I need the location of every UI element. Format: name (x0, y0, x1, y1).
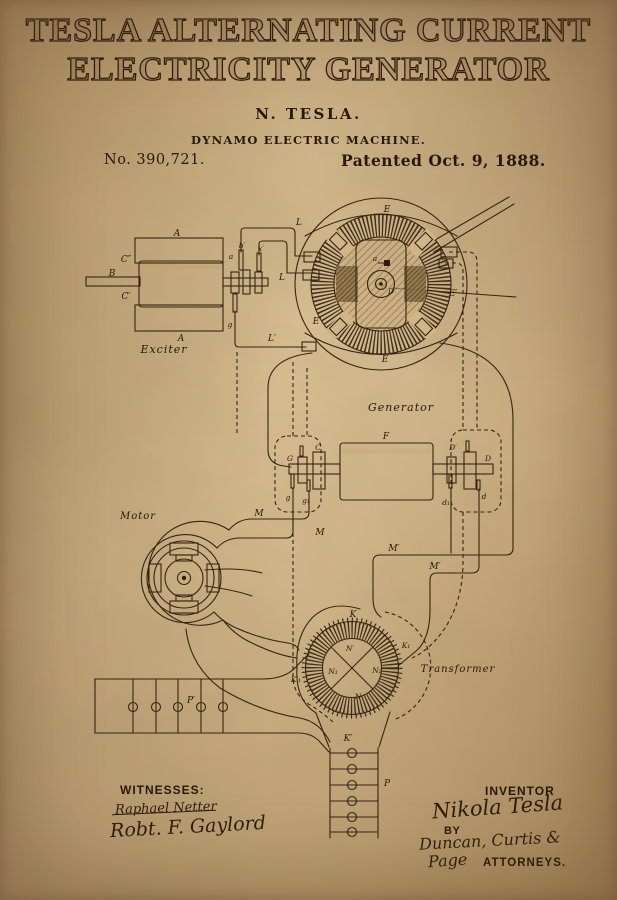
part-label-gen-brush-g1: g₁ (302, 496, 310, 505)
generator-caption: Generator (368, 401, 434, 414)
part-label-gen-brush-d: d (482, 492, 487, 501)
part-label-exciter-c1: C′ (122, 292, 131, 302)
motor-drawing (146, 540, 222, 616)
motor-caption: Motor (119, 511, 156, 522)
part-label-exciter-a: a (229, 252, 233, 261)
part-label-tr-n2: N₂ (371, 666, 382, 675)
part-label-exciter-b1: b′ (239, 241, 246, 250)
part-label-ring-d: D (387, 287, 394, 296)
part-label-gen-d-prime: D′ (448, 443, 457, 452)
part-label-lamps-p: P (383, 779, 391, 789)
part-label-ring-e1-right: E′ (448, 289, 458, 299)
part-label-tr-k1-right: K₁ (401, 641, 411, 650)
part-label-gen-g-shaft: G (287, 454, 293, 463)
part-label-tr-k-top: K (349, 610, 358, 620)
part-label-ring-l-upper: L (295, 218, 302, 228)
part-label-wire-m-upper: M (253, 509, 264, 519)
transformer-drawing (296, 605, 403, 748)
part-label-lamps-p1: P′ (186, 696, 195, 706)
part-label-ring-a: a (373, 254, 377, 263)
part-label-exciter-shaft: B (108, 269, 116, 279)
part-label-exciter-g: g (228, 320, 233, 329)
part-label-gen-d: D (484, 454, 491, 463)
part-label-tr-k-bottom: K′ (343, 734, 353, 744)
part-label-tr-n1: N₁ (327, 667, 338, 676)
generator-ring-drawing (294, 197, 468, 371)
part-label-gen-f: F (382, 432, 390, 442)
drawing-labels: Exciter Generator Motor Transformer A A … (108, 205, 496, 789)
part-label-exciter-frame-top: A (173, 229, 181, 239)
part-label-tr-n-top: N′ (345, 644, 355, 653)
part-label-ring-l-prime: L′ (267, 334, 276, 344)
part-label-exciter-c2: C″ (121, 255, 132, 265)
part-label-ring-e1-left: E′ (312, 317, 322, 327)
part-label-gen-brush-g: g (286, 493, 291, 502)
part-label-tr-k1-left: K′₁ (290, 675, 301, 684)
part-label-wire-m1-upper: M′ (387, 544, 399, 554)
lamp-bank-vertical (329, 747, 379, 839)
lamp-bank-horizontal (94, 653, 330, 753)
part-label-ring-e-bottom: E (381, 355, 389, 365)
exciter-caption: Exciter (139, 343, 187, 356)
part-label-ring-l-lower: L (278, 273, 285, 283)
part-label-exciter-frame-bottom: A (177, 334, 185, 344)
part-label-gen-c: C (315, 443, 321, 452)
part-label-wire-m1-lower: M′ (428, 562, 440, 572)
transformer-caption: Transformer (421, 664, 496, 675)
part-label-wire-m-lower: M (314, 528, 325, 538)
part-label-exciter-x1: x′ (258, 244, 264, 253)
part-label-gen-brush-d1: d₁ (442, 498, 450, 507)
part-label-tr-n-bottom: N (354, 692, 362, 701)
part-label-ring-e-top: E (383, 205, 391, 215)
